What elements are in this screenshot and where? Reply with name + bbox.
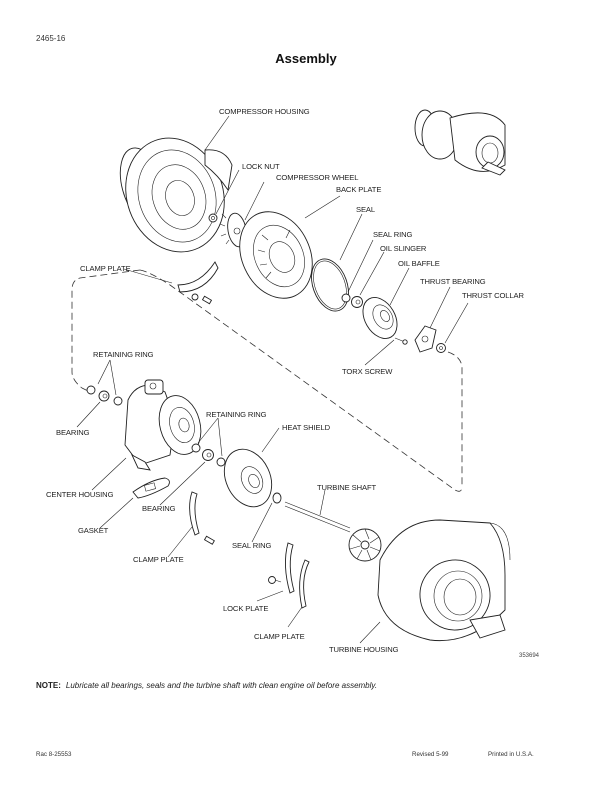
label-compressor-wheel: COMPRESSOR WHEEL [276, 173, 358, 182]
assembled-turbocharger-thumbnail [414, 109, 506, 176]
gasket-part [132, 477, 170, 499]
heat-shield-part [223, 448, 273, 508]
center-housing-part [124, 379, 202, 471]
label-retaining-ring-mid: RETAINING RING [206, 410, 267, 419]
lock-plate-part [268, 542, 295, 594]
label-thrust-collar: THRUST COLLAR [462, 291, 524, 300]
label-clamp-plate-mid: CLAMP PLATE [133, 555, 184, 564]
label-thrust-bearing: THRUST BEARING [420, 277, 486, 286]
lock-nut-part [208, 213, 218, 223]
seal-part [311, 258, 349, 312]
document-number: 2465-16 [36, 34, 66, 43]
footer-printed: Printed in U.S.A. [488, 751, 534, 758]
label-back-plate: BACK PLATE [336, 185, 381, 194]
label-turbine-shaft: TURBINE SHAFT [317, 483, 376, 492]
note-text: Lubricate all bearings, seals and the tu… [65, 681, 378, 690]
clamp-plate-top-part [177, 261, 219, 305]
leader-lines [76, 115, 469, 644]
label-seal-ring-top: SEAL RING [373, 230, 413, 239]
label-seal: SEAL [356, 205, 375, 214]
label-gasket: GASKET [78, 526, 109, 535]
label-bearing-mid: BEARING [142, 504, 176, 513]
label-lock-plate: LOCK PLATE [223, 604, 268, 613]
retaining-ring-mid-2-part [216, 457, 226, 467]
turbine-housing-part [377, 519, 511, 642]
label-retaining-ring-left: RETAINING RING [93, 350, 154, 359]
back-plate-part [239, 211, 313, 299]
note-label: NOTE: [36, 681, 61, 690]
compressor-housing-part [119, 137, 233, 253]
footer-revised: Revised 5-99 [412, 751, 449, 758]
label-oil-baffle: OIL BAFFLE [398, 259, 440, 268]
retaining-ring-left-2-part [113, 396, 123, 406]
assembly-note: NOTE: Lubricate all bearings, seals and t… [36, 681, 377, 690]
label-heat-shield: HEAT SHIELD [282, 423, 331, 432]
assembly-path-diagonal [139, 269, 463, 492]
label-bearing-left: BEARING [56, 428, 90, 437]
retaining-ring-left-1-part [86, 385, 96, 395]
seal-ring-bottom-part [272, 492, 282, 504]
seal-ring-top-part [341, 293, 351, 303]
label-lock-nut: LOCK NUT [242, 162, 280, 171]
retaining-ring-mid-1-part [191, 443, 201, 453]
clamp-plate-bottom-part [299, 559, 310, 609]
thrust-bearing-part [414, 325, 437, 353]
label-clamp-plate-top: CLAMP PLATE [80, 264, 131, 273]
label-turbine-housing: TURBINE HOUSING [329, 645, 399, 654]
clamp-plate-mid-part [189, 491, 215, 545]
label-torx-screw: TORX SCREW [342, 367, 393, 376]
footer-doc-ref: Rac 8-25553 [36, 751, 72, 758]
torx-screw-part [394, 337, 408, 345]
label-compressor-housing: COMPRESSOR HOUSING [219, 107, 310, 116]
thrust-collar-part [436, 343, 446, 353]
label-center-housing: CENTER HOUSING [46, 490, 114, 499]
oil-baffle-part [362, 297, 398, 339]
label-oil-slinger: OIL SLINGER [380, 244, 427, 253]
assembly-path-right [447, 351, 463, 486]
figure-number: 353694 [519, 653, 540, 659]
page-title: Assembly [275, 51, 337, 66]
turbine-shaft-part [284, 501, 382, 562]
bearing-mid-part [202, 449, 214, 461]
bearing-left-part [98, 390, 110, 402]
oil-slinger-part [351, 296, 363, 308]
label-seal-ring-bottom: SEAL RING [232, 541, 272, 550]
label-clamp-plate-bottom: CLAMP PLATE [254, 632, 305, 641]
assembly-path-left [71, 269, 141, 393]
